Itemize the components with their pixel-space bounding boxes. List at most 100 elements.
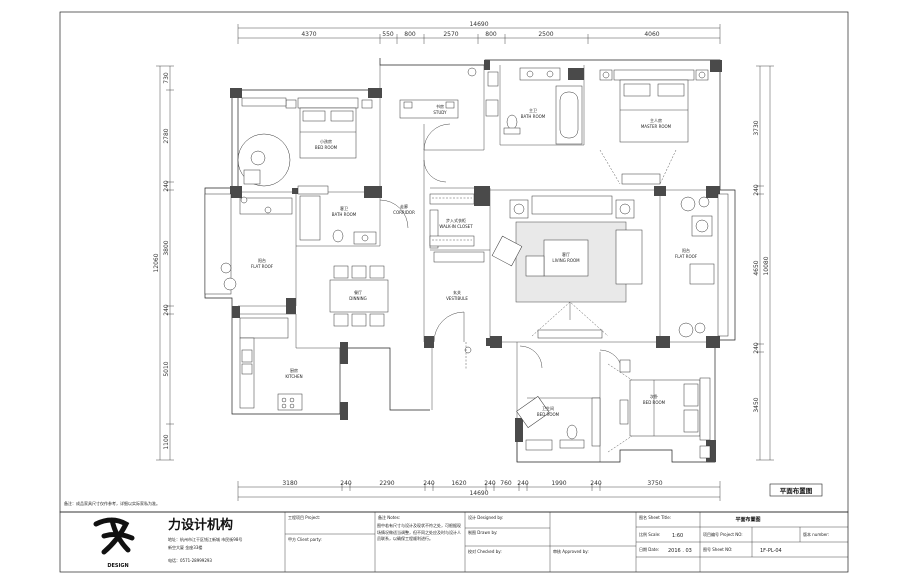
address-line-2: 新空大厦 金座33楼 [168, 544, 202, 550]
date-label: 日期 Date: [639, 546, 659, 552]
checked-label: 校对 Checked by: [468, 548, 502, 554]
right-dim-3: 4650 [753, 260, 760, 275]
right-dimensions: 10080 3730 240 4650 240 3450 [753, 65, 774, 461]
sheet-title: 平面布置图 [735, 516, 760, 523]
left-dim-1: 730 [163, 72, 170, 84]
project-label: 工程项目 Project: [288, 514, 320, 520]
notes-text: 图中若有尺寸与设计及现状不符之处，可根据现场情况做适当调整，但不同之处应及时与设… [377, 523, 461, 541]
left-dim-2: 2780 [163, 128, 170, 143]
approved-label: 审核 Approved by: [553, 548, 589, 554]
drawn-label: 制图 Drawn by: [468, 529, 498, 535]
date-value: 2016 . 03 [668, 548, 692, 554]
guest-bath-zh: 客卫 [340, 205, 348, 211]
left-dim-3: 240 [163, 180, 170, 192]
top-dim-2: 550 [382, 31, 394, 38]
dining-zh: 餐厅 [354, 289, 362, 295]
bottom-dim-7: 760 [500, 480, 512, 487]
left-dim-4: 3800 [163, 240, 170, 255]
bottom-dim-2: 240 [340, 480, 352, 487]
left-dimensions: 12060 730 2780 240 3800 240 5010 1100 [153, 65, 174, 461]
vestibule-zh: 玄关 [453, 289, 461, 295]
master-room-zh: 主人房 [650, 117, 662, 123]
closet-en: WALK-IN CLOSET [439, 224, 473, 229]
left-dim-5: 240 [163, 304, 170, 316]
bottom-dim-8: 240 [517, 480, 529, 487]
designer-label: 设计 Designed by: [468, 514, 503, 520]
master-room-en: MASTER ROOM [641, 124, 672, 129]
kitchen-en: KITCHEN [285, 374, 302, 379]
guest-bath-en: BATH ROOM [332, 212, 357, 217]
sheet-no-label: 图号 Sheet NO: [703, 546, 733, 552]
phone: 电话：0571-28999293 [168, 557, 212, 563]
vestibule-furniture [433, 251, 485, 370]
se-bedroom-furniture [607, 359, 711, 459]
kids-room-en: BED ROOM [315, 145, 338, 150]
bottom-dim-9: 1990 [551, 480, 566, 487]
notes-text-box: 图中若有尺寸与设计及现状不符之处，可根据现场情况做适当调整，但不同之处应及时与设… [377, 523, 461, 541]
master-bath-en: BATH ROOM [521, 114, 546, 119]
master-bedroom-furniture [599, 69, 709, 185]
floor-plan: 小孩房 BED ROOM 书房 STUDY 主卫 BATH ROOM 主人房 M… [204, 58, 736, 463]
kids-room-zh: 小孩房 [320, 138, 332, 144]
master-bath-furniture [485, 67, 583, 145]
address-line-1: 地址：杭州市江干区钱江新城 市民街98号 [168, 536, 242, 542]
sheet-title-label: 图名 Sheet Title: [639, 514, 671, 520]
balcony-zh: 阳台 [682, 247, 690, 253]
kitchen-furniture [239, 317, 303, 411]
bottom-dim-6: 240 [484, 480, 496, 487]
small-bath-furniture [516, 345, 623, 451]
sheet-no-value: 1F-PL-04 [760, 548, 782, 554]
dining-en: DINNING [349, 296, 367, 301]
project-no-label: 项目编号 Project NO: [703, 531, 743, 537]
scale-value: 1:60 [672, 533, 683, 539]
left-total-dim: 12060 [153, 253, 160, 272]
se-bedroom-en: BED ROOM [643, 400, 666, 405]
kitchen-zh: 厨房 [290, 367, 298, 373]
dining-furniture [329, 265, 389, 327]
bottom-dim-11: 3750 [647, 480, 662, 487]
logo: DESIGN [93, 517, 135, 569]
small-bath-zh: 卫生间 [542, 405, 554, 411]
top-dim-4: 2570 [443, 31, 458, 38]
right-total-dim: 10080 [763, 256, 770, 275]
right-dim-1: 3730 [753, 120, 760, 135]
living-room-furniture [491, 195, 643, 339]
balcony-furniture [678, 193, 729, 338]
study-en: STUDY [433, 110, 447, 115]
study-zh: 书房 [436, 103, 444, 109]
balcony-en: FLAT ROOF [675, 254, 698, 259]
closet-zh: 步入式衣柜 [446, 217, 466, 223]
living-en: LIVING ROOM [552, 258, 580, 263]
flat-roof-en: FLAT ROOF [251, 264, 274, 269]
scale-label: 比例 Scale: [639, 531, 660, 537]
room-labels: 小孩房 BED ROOM 书房 STUDY 主卫 BATH ROOM 主人房 M… [251, 103, 698, 417]
flat-roof-zh: 阳台 [258, 257, 266, 263]
version-label: 版本 number: [803, 531, 829, 537]
top-dim-1: 4370 [301, 31, 316, 38]
top-dim-5: 800 [485, 31, 497, 38]
bottom-dim-4: 240 [423, 480, 435, 487]
bottom-total-dim: 14690 [469, 490, 488, 497]
notes-label: 备注 Notes: [378, 514, 400, 520]
bottom-dimensions: 3180 240 2290 240 1620 240 760 240 1990 … [237, 480, 721, 501]
se-bedroom-zh: 次卧 [650, 393, 658, 399]
drawing-label-box: 平面布置图 [769, 483, 823, 497]
top-dim-7: 4060 [644, 31, 659, 38]
client-label: 甲方 Client party: [288, 536, 322, 542]
bottom-dim-3: 2290 [379, 480, 394, 487]
guest-bath-furniture [239, 195, 377, 245]
logo-sub: DESIGN [107, 563, 128, 569]
title-block: DESIGN 力设计机构 地址：杭州市江干区钱江新城 市民街98号 新空大厦 金… [93, 512, 848, 572]
brand-name: 力设计机构 [168, 517, 233, 533]
corridor-zh: 走廊 [400, 203, 408, 209]
top-dim-6: 2500 [538, 31, 553, 38]
top-dim-3: 800 [404, 31, 416, 38]
top-total-dim: 14690 [469, 21, 488, 28]
drawing-label: 平面布置图 [780, 486, 813, 495]
bottom-dim-5: 1620 [451, 480, 466, 487]
corridor-en: CORRIDOR [393, 210, 415, 215]
living-zh: 客厅 [562, 251, 570, 257]
flat-roof-left-furniture [204, 193, 237, 295]
kids-bedroom-furniture [237, 97, 373, 195]
